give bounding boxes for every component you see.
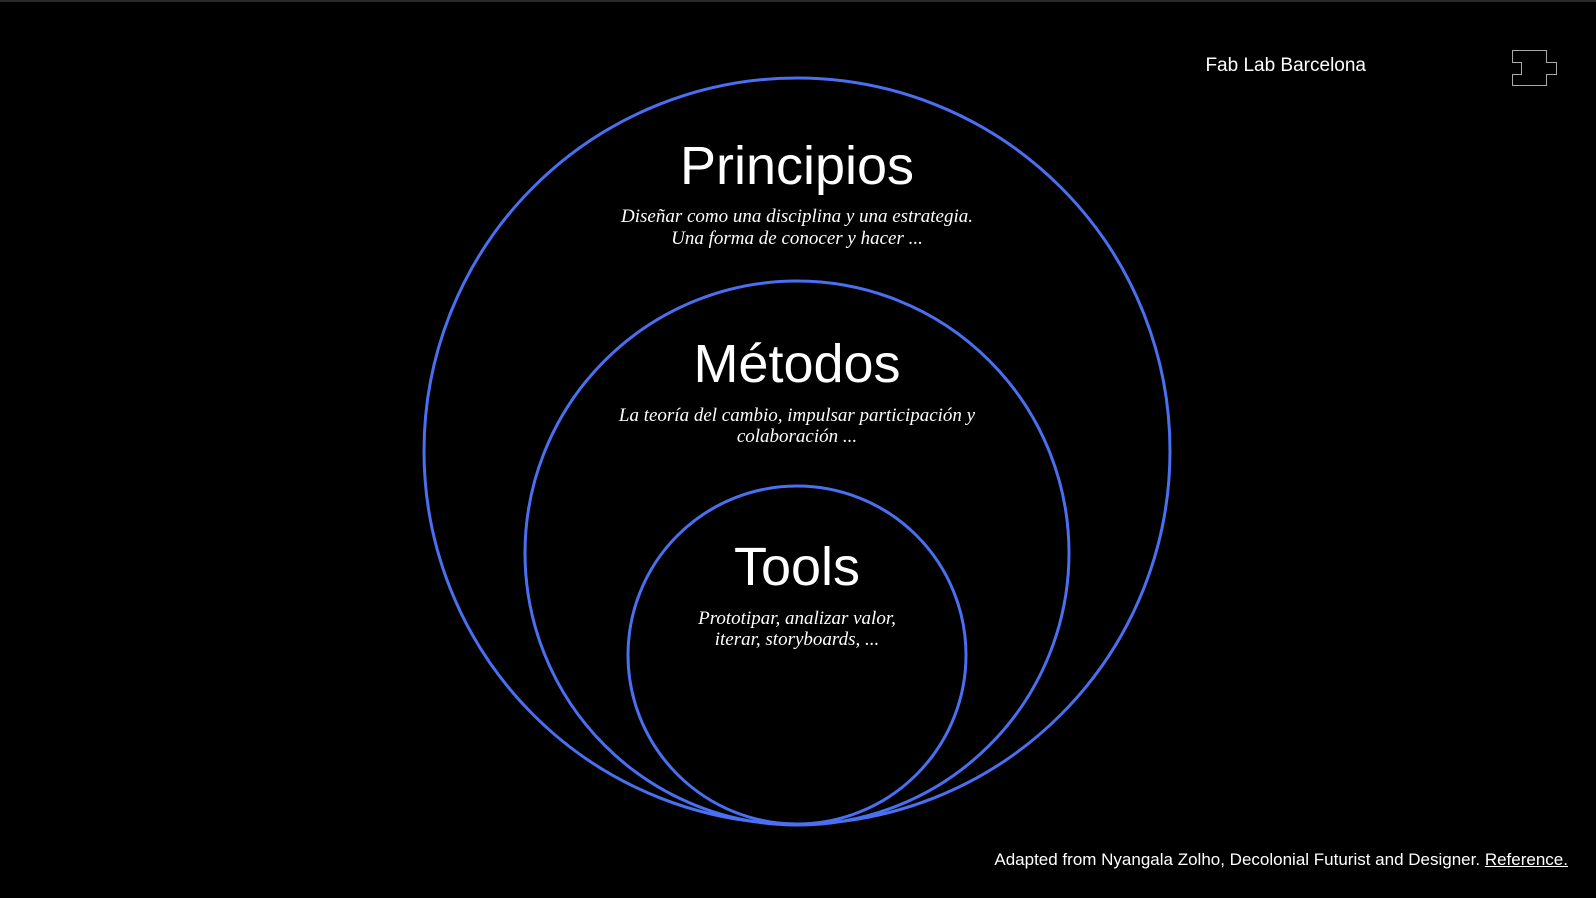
principios-title: Principios: [679, 136, 915, 196]
metodos-line-2: colaboración ...: [736, 426, 858, 447]
reference-link[interactable]: Reference.: [1484, 850, 1568, 869]
tools-title: Tools: [733, 537, 861, 597]
principios-line-1: Diseñar como una disciplina y una estrat…: [621, 206, 973, 227]
metodos-title: Métodos: [693, 334, 901, 394]
attribution: Adapted from Nyangala Zolho, Decolonial …: [994, 849, 1568, 871]
tools-line-2: iterar, storyboards, ...: [714, 629, 880, 650]
metodos-line-1: La teoría del cambio, impulsar participa…: [618, 405, 976, 426]
principios-line-2: Una forma de conocer y hacer ...: [671, 228, 923, 249]
top-divider: [0, 0, 1596, 2]
brand-name: Fab Lab Barcelona: [1205, 55, 1366, 76]
fablab-puzzle-logo-icon: [1512, 50, 1557, 86]
tools-line-1: Prototipar, analizar valor,: [698, 608, 896, 629]
attribution-text: Adapted from Nyangala Zolho, Decolonial …: [994, 850, 1481, 869]
ring-tools: [626, 484, 968, 826]
